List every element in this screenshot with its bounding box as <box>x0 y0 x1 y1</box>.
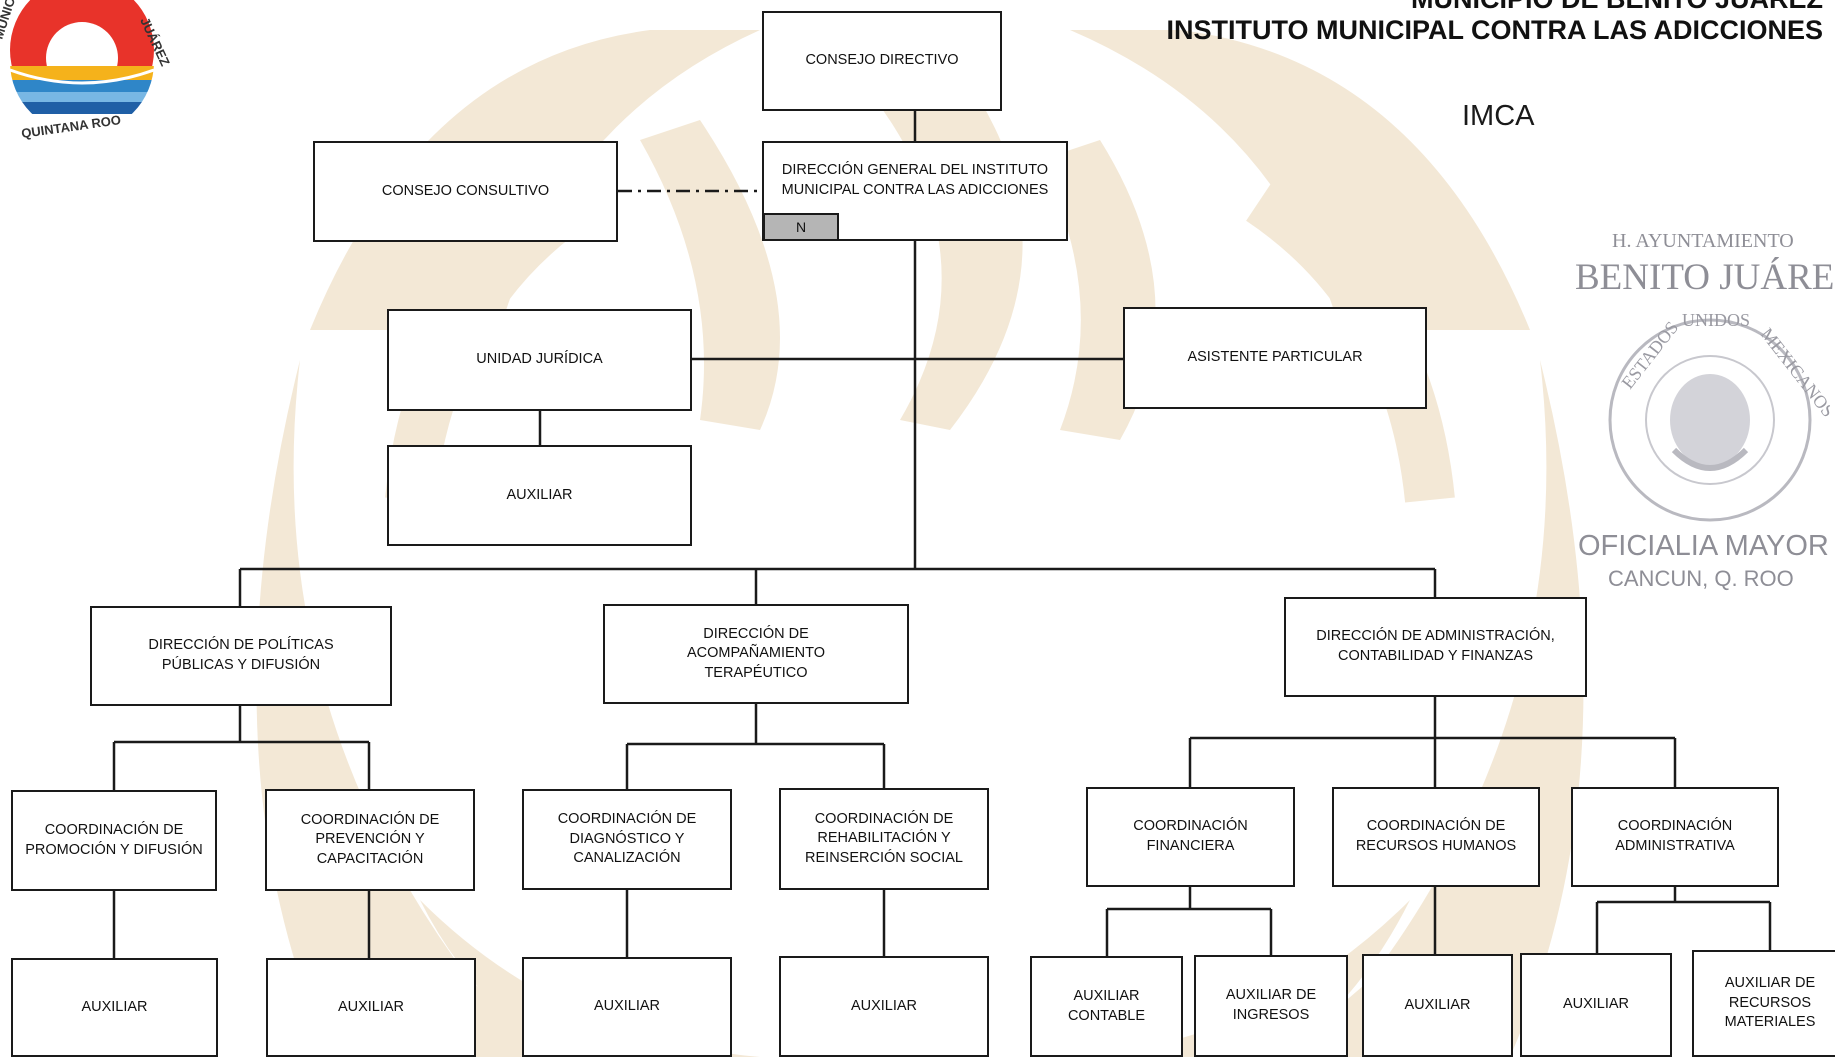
box-aux-diagnostico: AUXILIAR <box>522 957 732 1057</box>
box-coord-prevencion: COORDINACIÓN DE PREVENCIÓN Y CAPACITACIÓ… <box>265 789 475 891</box>
box-coord-financiera: COORDINACIÓN FINANCIERA <box>1086 787 1295 887</box>
box-aux-rh: AUXILIAR <box>1362 954 1513 1057</box>
header-title-line2: INSTITUTO MUNICIPAL CONTRA LAS ADICCIONE… <box>1166 15 1823 45</box>
box-asistente-particular: ASISTENTE PARTICULAR <box>1123 307 1427 409</box>
svg-text:MEXICANOS: MEXICANOS <box>1757 324 1830 421</box>
box-coord-rh: COORDINACIÓN DE RECURSOS HUMANOS <box>1332 787 1540 887</box>
box-coord-promocion: COORDINACIÓN DE PROMOCIÓN Y DIFUSIÓN <box>11 790 217 891</box>
svg-text:UNIDOS: UNIDOS <box>1682 310 1750 330</box>
box-direccion-general: DIRECCIÓN GENERAL DEL INSTITUTO MUNICIPA… <box>762 141 1068 241</box>
stamp-line1: H. AYUNTAMIENTO <box>1612 230 1794 252</box>
direccion-general-badge: N <box>763 213 839 241</box>
box-unidad-juridica: UNIDAD JURÍDICA <box>387 309 692 411</box>
svg-text:ESTADOS: ESTADOS <box>1617 317 1682 392</box>
header-title-line1: MUNICIPIO DE BENITO JUÁREZ <box>1411 0 1823 15</box>
box-auxiliar-juridica: AUXILIAR <box>387 445 692 546</box>
stamp-seal-icon: ESTADOS UNIDOS MEXICANOS <box>1608 310 1830 522</box>
stamp-line4: CANCUN, Q. ROO <box>1608 566 1794 591</box>
box-aux-promocion: AUXILIAR <box>11 958 218 1057</box>
box-consejo-consultivo: CONSEJO CONSULTIVO <box>313 141 618 242</box>
box-coord-administrativa: COORDINACIÓN ADMINISTRATIVA <box>1571 787 1779 887</box>
box-aux-administrativa: AUXILIAR <box>1520 953 1672 1057</box>
box-aux-rehabilitacion: AUXILIAR <box>779 956 989 1057</box>
box-coord-diagnostico: COORDINACIÓN DE DIAGNÓSTICO Y CANALIZACI… <box>522 789 732 890</box>
box-aux-contable: AUXILIAR CONTABLE <box>1030 956 1183 1057</box>
box-coord-rehabilitacion: COORDINACIÓN DE REHABILITACIÓN Y REINSER… <box>779 788 989 890</box>
stamp-line3: OFICIALIA MAYOR <box>1578 530 1829 562</box>
box-dir-politicas: DIRECCIÓN DE POLÍTICAS PÚBLICAS Y DIFUSI… <box>90 606 392 706</box>
municipal-logo: JUÁREZ MUNICIPIO QUINTANA ROO <box>0 0 173 141</box>
box-aux-recursos-materiales: AUXILIAR DE RECURSOS MATERIALES <box>1692 950 1835 1057</box>
box-dir-acompanamiento: DIRECCIÓN DE ACOMPAÑAMIENTO TERAPÉUTICO <box>603 604 909 704</box>
header-abbreviation: IMCA <box>1462 100 1535 132</box>
stamp-line2: BENITO JUÁREZ <box>1575 257 1835 298</box>
box-aux-ingresos: AUXILIAR DE INGRESOS <box>1194 955 1348 1057</box>
box-aux-prevencion: AUXILIAR <box>266 958 476 1057</box>
box-dir-administracion: DIRECCIÓN DE ADMINISTRACIÓN, CONTABILIDA… <box>1284 597 1587 697</box>
box-consejo-directivo: CONSEJO DIRECTIVO <box>762 11 1002 111</box>
